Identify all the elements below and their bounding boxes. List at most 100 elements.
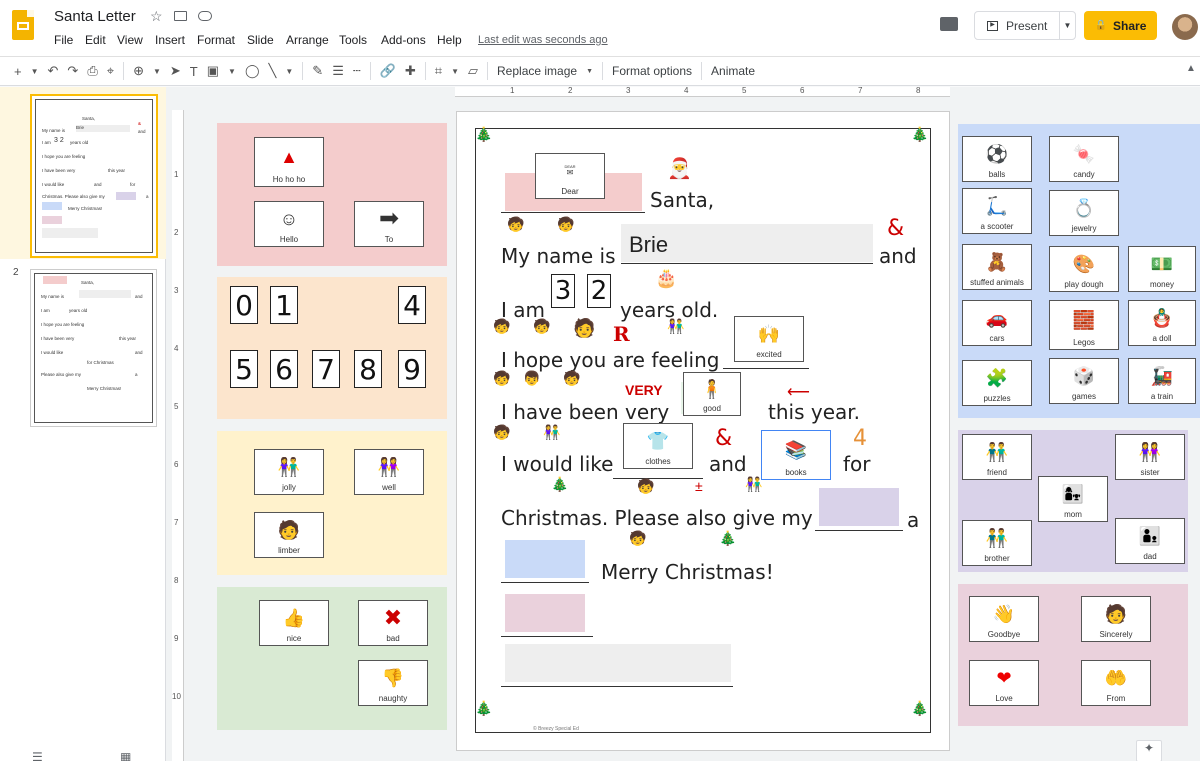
zoom-icon[interactable]: ⊕ [133, 63, 144, 78]
slide-1-thumbnail[interactable]: Santa, My name is Brie & and I am 3 2 ye… [30, 94, 158, 258]
card-naughty[interactable]: 👎naughty [358, 660, 428, 706]
horizontal-ruler[interactable]: 1 2 3 4 5 6 7 8 [455, 86, 950, 97]
slide-2-thumbnail[interactable]: Santa, My name is and I am years old I h… [30, 269, 157, 427]
avatar[interactable] [1172, 14, 1198, 40]
star-icon[interactable]: ☆ [150, 8, 163, 24]
signature-field[interactable] [505, 644, 731, 682]
number-0-tile[interactable]: 0 [230, 286, 258, 324]
card-ho-ho-ho[interactable]: ▲Ho ho ho [254, 137, 324, 187]
dear-card[interactable]: DEAR✉Dear [535, 153, 605, 199]
animate-button[interactable]: Animate [711, 64, 756, 78]
cloud-status-icon[interactable] [198, 11, 212, 21]
share-button[interactable]: 🔒 Share [1084, 11, 1157, 40]
card-play-dough[interactable]: 🎨play dough [1049, 246, 1119, 292]
menu-addons[interactable]: Add-ons [381, 33, 426, 47]
card-balls[interactable]: ⚽balls [962, 136, 1032, 182]
shape-icon[interactable]: ◯ [244, 63, 260, 78]
card-mom[interactable]: 👩‍👧mom [1038, 476, 1108, 522]
menu-help[interactable]: Help [437, 33, 462, 47]
print-icon[interactable]: ⎙ [87, 63, 98, 78]
replace-image-button[interactable]: Replace image [497, 64, 578, 78]
books-card[interactable]: 📚books [761, 430, 831, 480]
menu-edit[interactable]: Edit [85, 33, 106, 47]
collapse-icon[interactable]: ▲ [1186, 63, 1196, 74]
format-options-button[interactable]: Format options [612, 64, 693, 78]
number-1-tile[interactable]: 1 [270, 286, 298, 324]
explore-button[interactable]: ✦ [1136, 740, 1162, 761]
age-digit-2[interactable]: 2 [587, 274, 611, 308]
card-bad[interactable]: ✖bad [358, 600, 428, 646]
slides-logo-icon[interactable] [12, 10, 34, 40]
comments-icon[interactable] [940, 17, 958, 31]
list-view-icon[interactable]: ☰ [32, 750, 43, 761]
card-cars[interactable]: 🚗cars [962, 300, 1032, 346]
mask-icon[interactable]: ▱ [468, 63, 479, 78]
chevron-down-icon[interactable]: ▼ [451, 66, 460, 76]
border-dash-icon[interactable]: ┄ [352, 63, 361, 78]
present-dropdown[interactable]: ▼ [1059, 11, 1076, 40]
card-puzzles[interactable]: 🧩puzzles [962, 360, 1032, 406]
present-button[interactable]: ▶ Present [974, 11, 1060, 40]
card-train[interactable]: 🚂a train [1128, 358, 1196, 404]
redo-icon[interactable]: ↷ [67, 63, 79, 78]
number-5-tile[interactable]: 5 [230, 350, 258, 388]
chevron-down-icon[interactable]: ▼ [228, 66, 236, 76]
link-icon[interactable]: 🔗 [379, 63, 396, 78]
border-weight-icon[interactable]: ☰ [332, 63, 344, 78]
line-icon[interactable]: ╲ [268, 63, 277, 78]
age-digit-3[interactable]: 3 [551, 274, 575, 308]
purple-fill-box[interactable] [819, 488, 899, 526]
name-field[interactable] [621, 224, 873, 262]
menu-slide[interactable]: Slide [247, 33, 274, 47]
new-slide-icon[interactable]: + [14, 63, 22, 79]
card-stuffed-animals[interactable]: 🧸stuffed animals [962, 244, 1032, 290]
card-hello[interactable]: ☺Hello [254, 201, 324, 247]
comment-add-icon[interactable]: ✚ [404, 63, 416, 78]
menu-format[interactable]: Format [197, 33, 236, 47]
card-dad[interactable]: 👨‍👦dad [1115, 518, 1185, 564]
doc-title[interactable]: Santa Letter [54, 8, 136, 25]
card-jewelry[interactable]: 💍jewelry [1049, 190, 1119, 236]
image-icon[interactable]: ▣ [206, 63, 220, 78]
name-value[interactable]: Brie [629, 232, 669, 257]
card-candy[interactable]: 🍬candy [1049, 136, 1119, 182]
card-games[interactable]: 🎲games [1049, 358, 1119, 404]
chevron-down-icon[interactable]: ▼ [285, 66, 294, 76]
card-goodbye[interactable]: 👋Goodbye [969, 596, 1039, 642]
number-6-tile[interactable]: 6 [270, 350, 298, 388]
card-sister[interactable]: 👭sister [1115, 434, 1185, 480]
chevron-down-icon[interactable]: ▼ [152, 66, 161, 76]
card-love[interactable]: ❤Love [969, 660, 1039, 706]
undo-icon[interactable]: ↶ [47, 63, 59, 78]
pen-icon[interactable]: ✎ [312, 63, 324, 78]
chevron-down-icon[interactable]: ▼ [586, 67, 593, 75]
number-4-tile[interactable]: 4 [398, 286, 426, 324]
number-9-tile[interactable]: 9 [398, 350, 426, 388]
excited-card[interactable]: 🙌excited [734, 316, 804, 362]
vertical-ruler[interactable]: 1 2 3 4 5 6 7 8 9 10 [172, 110, 184, 761]
menu-arrange[interactable]: Arrange [286, 33, 329, 47]
card-limber[interactable]: 🧑limber [254, 512, 324, 558]
card-brother[interactable]: 👬brother [962, 520, 1032, 566]
card-nice[interactable]: 👍nice [259, 600, 329, 646]
card-doll[interactable]: 🪆a doll [1128, 300, 1196, 346]
select-icon[interactable]: ➤ [169, 63, 181, 78]
chevron-down-icon[interactable]: ▼ [30, 66, 39, 76]
blue-fill-box[interactable] [505, 540, 585, 578]
card-money[interactable]: 💵money [1128, 246, 1196, 292]
mauve-fill-box[interactable] [505, 594, 585, 632]
crop-icon[interactable]: ⌗ [434, 63, 443, 78]
card-friend[interactable]: 👬friend [962, 434, 1032, 480]
clothes-card[interactable]: 👕clothes [623, 423, 693, 469]
slide-canvas[interactable]: 🎄 🎄 🎄 🎄 DEAR✉Dear 🎅 Santa, 🧒 🧒 My name i… [456, 111, 950, 751]
number-8-tile[interactable]: 8 [354, 350, 382, 388]
good-card[interactable]: 🧍good [683, 372, 741, 416]
move-folder-icon[interactable] [174, 11, 187, 21]
card-legos[interactable]: 🧱Legos [1049, 300, 1119, 350]
number-7-tile[interactable]: 7 [312, 350, 340, 388]
menu-tools[interactable]: Tools [339, 33, 368, 47]
card-sincerely[interactable]: 🧑Sincerely [1081, 596, 1151, 642]
card-to[interactable]: ➡To [354, 201, 424, 247]
paint-format-icon[interactable]: ⌖ [106, 63, 115, 78]
menu-view[interactable]: View [117, 33, 143, 47]
